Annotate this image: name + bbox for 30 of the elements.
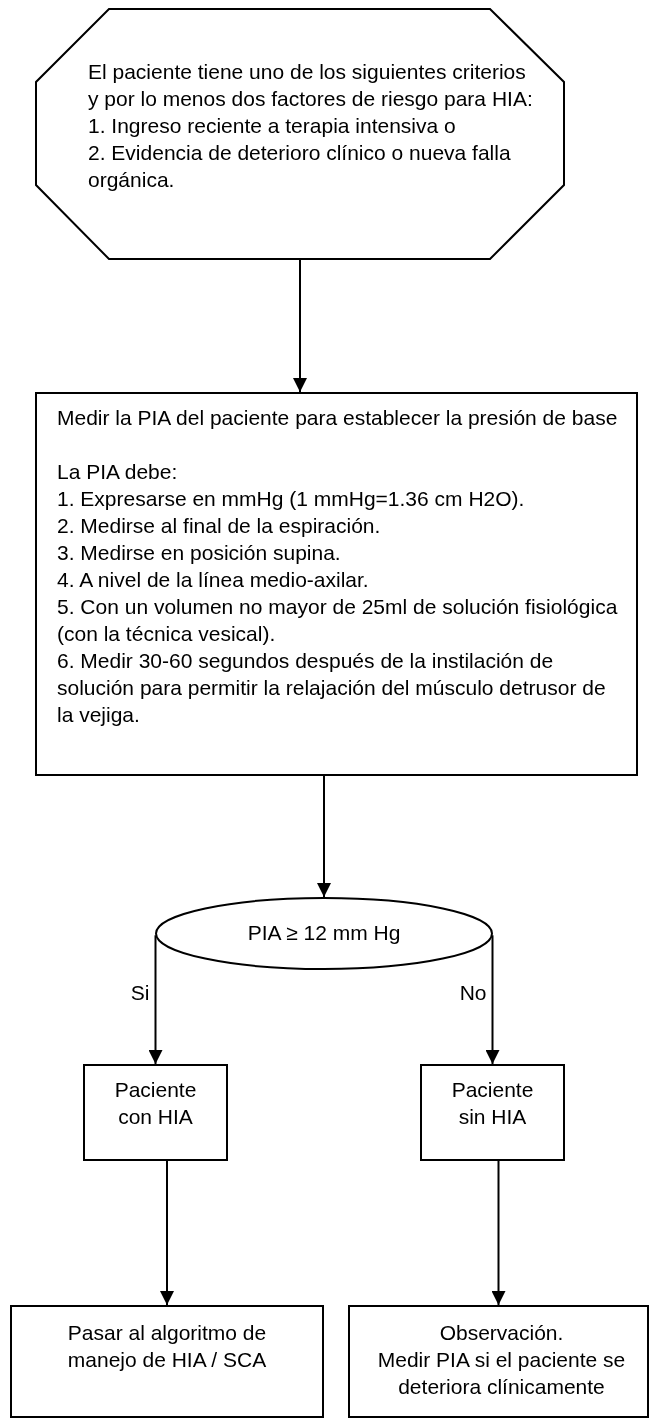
node-text: 5. Con un volumen no mayor de 25ml de solución fisiológica (con la técnica vesical). xyxy=(57,594,619,647)
arrow xyxy=(160,1158,174,1306)
process-box xyxy=(83,1064,228,1161)
node-text: El paciente tiene uno de los siguientes criterios y por lo menos dos factores de riesgo para HIA: xyxy=(88,59,534,112)
arrow xyxy=(317,775,331,898)
node-text: 2. Evidencia de deterioro clínico o nueva falla orgánica. xyxy=(88,140,512,193)
node-text: 1. Expresarse en mmHg (1 mmHg=1.36 cm H2O). xyxy=(57,486,526,512)
node-text: Observación. xyxy=(438,1320,565,1346)
decision-ellipse xyxy=(155,897,493,970)
node-text: 3. Medirse en posición supina. xyxy=(57,540,342,566)
node-text: 4. A nivel de la línea medio-axilar. xyxy=(57,567,370,593)
process-box xyxy=(35,392,638,776)
arrow xyxy=(148,934,163,1065)
node-text: La PIA debe: xyxy=(57,459,179,485)
node-text: Paciente con HIA xyxy=(113,1077,198,1130)
octagon-shape xyxy=(35,8,565,260)
process-box xyxy=(348,1305,649,1418)
arrow xyxy=(485,934,500,1065)
arrow xyxy=(491,1158,506,1306)
node-text: PIA ≥ 12 mm Hg xyxy=(246,920,402,946)
node-text: Pasar al algoritmo de manejo de HIA / SCA xyxy=(66,1320,268,1373)
process-box xyxy=(10,1305,324,1418)
node-text: Medir PIA si el paciente se deteriora clínicamente xyxy=(376,1347,627,1400)
node-text: 1. Ingreso reciente a terapia intensiva o xyxy=(88,113,457,139)
arrow xyxy=(293,259,307,393)
process-box xyxy=(420,1064,565,1161)
node-text: 2. Medirse al final de la espiración. xyxy=(57,513,382,539)
node-text: Paciente sin HIA xyxy=(450,1077,535,1130)
node-text: Medir la PIA del paciente para establecer la presión de base xyxy=(57,405,619,431)
node-text: 6. Medir 30-60 segundos después de la instilación de solución para permitir la relajación del músculo detrusor de la vejiga. xyxy=(57,648,607,728)
